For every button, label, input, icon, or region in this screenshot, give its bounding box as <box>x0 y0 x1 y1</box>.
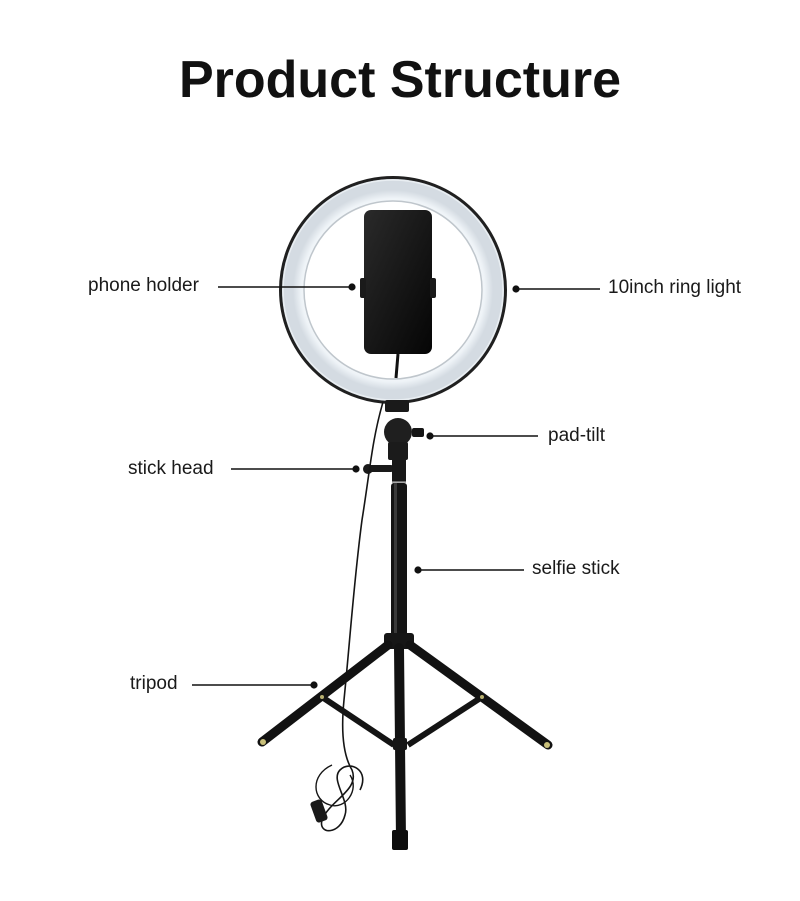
label-selfie-stick: selfie stick <box>532 558 620 579</box>
cable-switch <box>310 799 328 823</box>
holder-arm <box>394 353 400 379</box>
tripod-foot-center <box>392 830 408 850</box>
label-stick-head: stick head <box>128 458 214 479</box>
leader-dot-phone-holder <box>348 283 356 291</box>
foot-right <box>544 742 550 748</box>
ring-inner-edge <box>303 200 483 380</box>
tilt-knob <box>412 428 424 437</box>
leader-dot-tripod <box>310 681 318 689</box>
tripod-leg-right <box>405 640 553 750</box>
pole-collar <box>392 460 406 482</box>
page-title: Product Structure <box>178 51 622 109</box>
pad-tilt-head <box>384 400 424 460</box>
leader-dot-selfie-stick <box>414 566 422 574</box>
foot-left <box>260 739 266 745</box>
brace-joint <box>393 738 407 750</box>
holder-clip-left <box>360 278 366 298</box>
pole <box>391 483 407 638</box>
leader-lines <box>192 283 600 689</box>
selfie-stick <box>391 460 407 638</box>
tripod-leg-left <box>257 640 393 747</box>
pole-highlight <box>394 483 397 638</box>
tripod <box>257 633 553 850</box>
leader-dot-stick-head <box>352 465 360 473</box>
tripod-brace-left <box>320 694 396 748</box>
leader-dot-pad-tilt <box>426 432 434 440</box>
label-ring-light: 10inch ring light <box>608 277 742 298</box>
joint-right <box>480 695 484 699</box>
phone-body <box>364 210 432 354</box>
label-phone-holder: phone holder <box>88 275 199 296</box>
stick-head-knob <box>363 464 373 474</box>
ring-mount <box>385 400 409 412</box>
label-tripod: tripod <box>130 673 178 694</box>
phone-holder <box>360 210 436 379</box>
ball-head <box>384 418 412 446</box>
ring-light <box>279 176 507 404</box>
head-base <box>388 442 408 460</box>
cable-loop <box>315 764 354 807</box>
holder-clip-right <box>430 278 436 298</box>
joint-left <box>320 695 324 699</box>
stick-head-arm <box>366 465 394 472</box>
stick-head <box>363 464 394 474</box>
label-pad-tilt: pad-tilt <box>548 425 606 446</box>
tripod-brace-right <box>406 694 484 748</box>
power-cable <box>320 401 384 832</box>
ring-led-band <box>282 179 504 401</box>
leader-dot-ring-light <box>512 285 520 293</box>
